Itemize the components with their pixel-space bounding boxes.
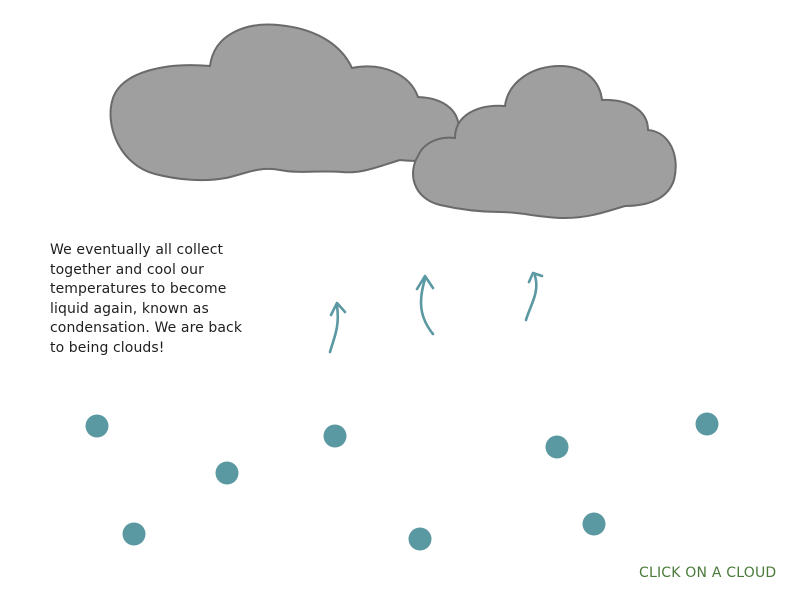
cloud-right[interactable]: [412, 64, 677, 220]
arrow-3-head: [527, 271, 544, 284]
droplets: [85, 412, 719, 551]
droplet: [582, 512, 606, 536]
droplet: [545, 435, 569, 459]
arrow-1-head: [329, 301, 347, 317]
arrow-1: [328, 301, 347, 354]
arrow-3-shaft: [524, 274, 538, 322]
arrow-1-shaft: [328, 304, 340, 354]
droplet: [323, 424, 347, 448]
cloud-left[interactable]: [109, 23, 460, 182]
droplet: [408, 527, 432, 551]
arrow-2: [415, 274, 435, 336]
droplet: [215, 461, 239, 485]
cloud-right-shape[interactable]: [412, 64, 677, 220]
narration-text: We eventually all collect together and c…: [50, 242, 243, 356]
click-on-a-cloud-hint[interactable]: CLICK ON A CLOUD: [639, 565, 777, 581]
arrow-2-shaft: [419, 277, 435, 336]
cloud-left-shape[interactable]: [109, 23, 460, 182]
droplet: [85, 414, 109, 438]
arrow-3: [524, 271, 544, 322]
droplet: [122, 522, 146, 546]
droplet: [695, 412, 719, 436]
arrow-2-head: [415, 274, 435, 291]
